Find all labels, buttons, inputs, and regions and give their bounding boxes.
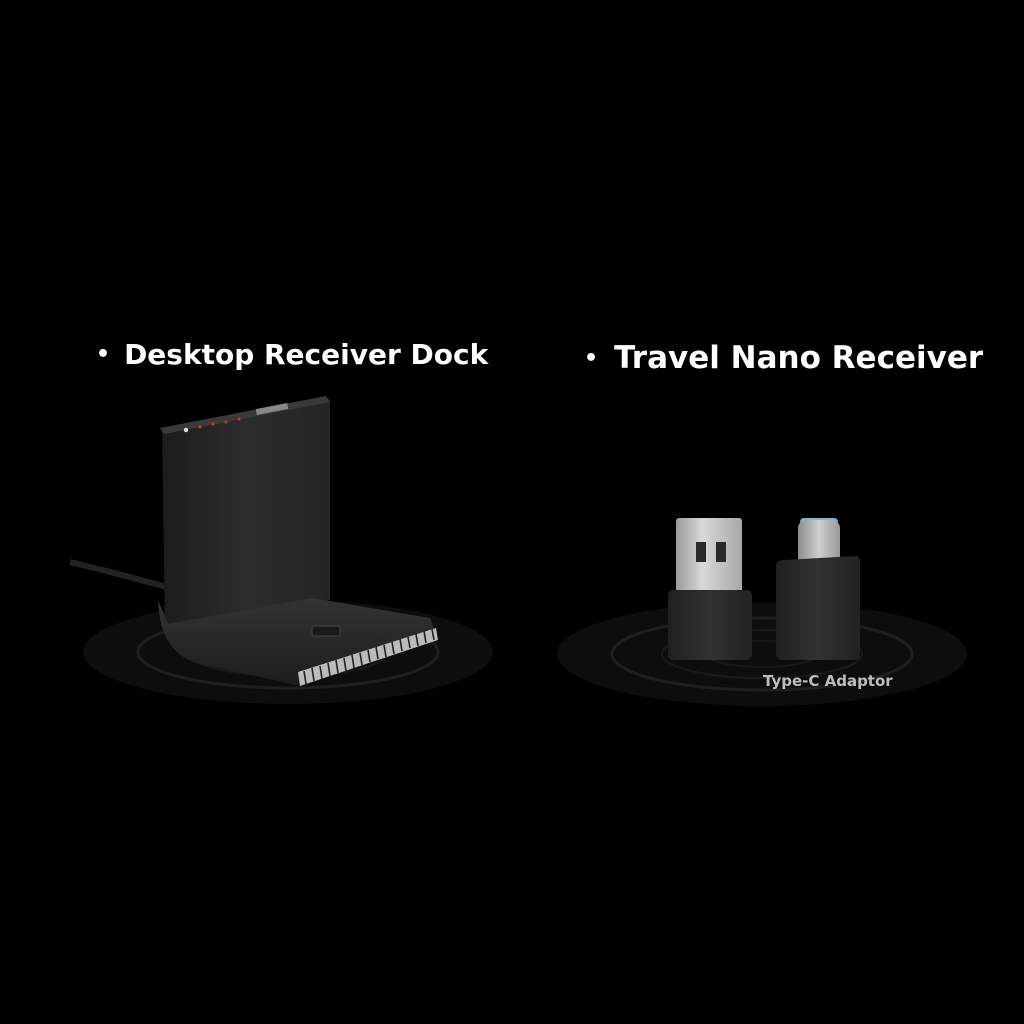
travel-nano-receiver-label: Travel Nano Receiver	[614, 340, 984, 376]
desktop-receiver-dock	[158, 396, 438, 686]
usb-nano-receiver	[668, 518, 752, 660]
desktop-receiver-dock-label: Desktop Receiver Dock	[124, 338, 489, 371]
led-indicator	[237, 417, 241, 421]
bullet-icon: •	[584, 345, 599, 371]
brand-logo	[255, 403, 289, 415]
docked-receiver	[311, 625, 341, 637]
type-c-adaptor	[776, 518, 860, 660]
power-icon	[183, 427, 189, 433]
led-indicator	[198, 425, 202, 429]
dock-cable	[69, 559, 171, 591]
led-indicator	[224, 420, 228, 424]
desktop-receiver-dock-heading: • Desktop Receiver Dock	[96, 338, 488, 371]
vent-lines	[303, 628, 435, 685]
nano-pad	[557, 602, 967, 706]
led-indicator	[211, 422, 215, 426]
type-c-adaptor-caption: Type-C Adaptor	[763, 672, 893, 690]
bullet-icon: •	[96, 342, 111, 367]
travel-nano-receiver-heading: • Travel Nano Receiver	[584, 340, 983, 376]
